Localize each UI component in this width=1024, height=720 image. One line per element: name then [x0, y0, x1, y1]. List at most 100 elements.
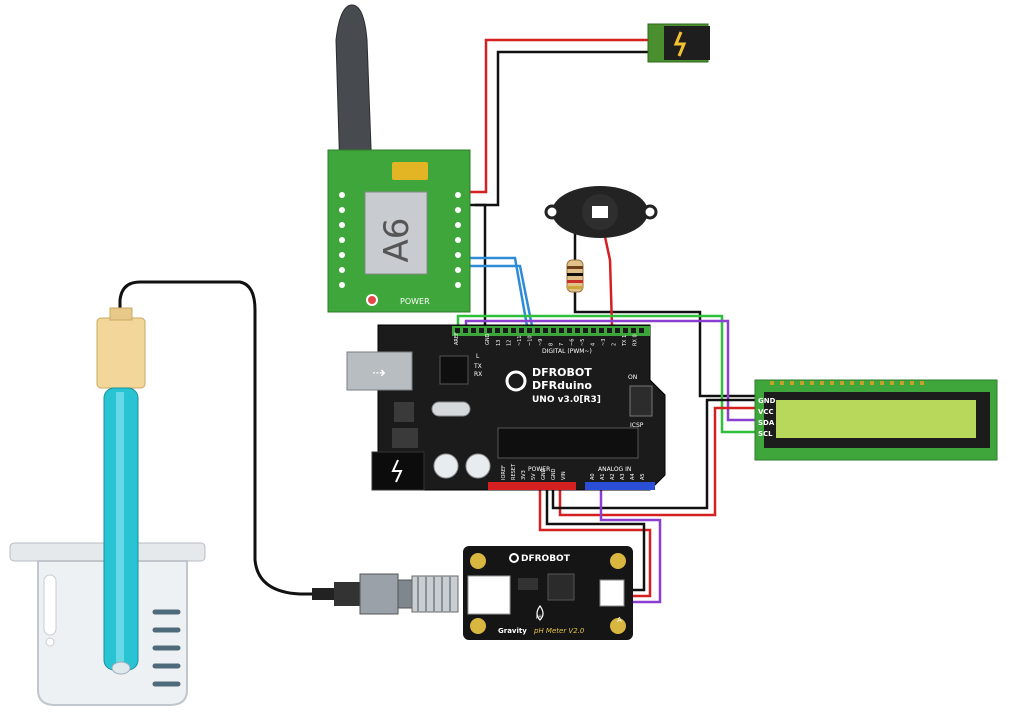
header-pin-hole — [471, 328, 476, 333]
wire-lcd-vcc — [558, 406, 755, 517]
ph-connector-label: A — [617, 616, 622, 624]
header-pin-hole — [463, 328, 468, 333]
ph-brand: DFROBOT — [521, 554, 571, 564]
water-drop-icon — [536, 604, 544, 621]
header-pin-hole — [455, 328, 460, 333]
power-header — [488, 482, 576, 490]
header-pin-hole — [591, 328, 596, 333]
ph-meter-board: DFROBOT A pH Gravity pH Meter V2.0 — [463, 546, 633, 640]
header-pin-hole — [495, 328, 500, 333]
header-pin-hole — [567, 328, 572, 333]
analog-pin-label: A5 — [640, 473, 646, 480]
wire-ph-signal — [599, 488, 662, 604]
header-pin-hole — [487, 328, 492, 333]
analog-pin-label: A4 — [630, 473, 636, 480]
analog-pin-label: A3 — [620, 473, 626, 480]
digital-pin-label: ~10 — [528, 335, 534, 346]
digital-pin-label: ~6 — [570, 339, 576, 346]
arduino-brand: DFROBOT — [532, 366, 592, 379]
wire-lcd-gnd — [551, 398, 755, 510]
probe-cap — [96, 317, 146, 389]
power-pin-label: 5V — [531, 473, 537, 480]
header-pin-hole — [551, 328, 556, 333]
lcd-screen — [776, 400, 976, 438]
header-pin-hole — [631, 328, 636, 333]
ph-icon-text: pH — [536, 614, 542, 619]
wire-ph-vcc — [538, 488, 652, 598]
ph-connector — [599, 579, 625, 607]
header-pin-hole — [479, 328, 484, 333]
digital-pin-label: ~11 — [517, 335, 523, 346]
beaker-graduations — [152, 609, 181, 687]
header-pin-hole — [607, 328, 612, 333]
probe-cable — [118, 280, 330, 596]
digital-pin-label: 12 — [507, 340, 513, 346]
mcu-chip — [497, 427, 639, 459]
wire-buzzer-gnd — [573, 292, 755, 398]
header-pin-hole — [559, 328, 564, 333]
digital-pin-label: 7 — [559, 343, 565, 346]
analog-header-label: ANALOG IN — [598, 466, 631, 473]
digital-header-label: DIGITAL (PWM~) — [542, 348, 592, 355]
arduino-model: DFRduino — [532, 379, 592, 392]
wire-buzzer-red — [602, 231, 614, 327]
analog-pin-label: A1 — [600, 473, 606, 480]
dc-jack — [647, 23, 710, 63]
power-pin-label: 3V3 — [521, 470, 527, 480]
ph-gravity: Gravity — [498, 627, 527, 635]
header-pin-hole — [583, 328, 588, 333]
digital-pin-label: 2 — [612, 343, 618, 346]
usb-icon: ⇢ — [372, 363, 385, 382]
header-pin-hole — [623, 328, 628, 333]
on-label: ON — [628, 374, 637, 381]
wire-gsm-gnd — [475, 203, 487, 326]
header-pin-hole — [511, 328, 516, 333]
digital-pin-label: 13 — [496, 340, 502, 346]
antenna — [335, 4, 373, 176]
header-pin-hole — [639, 328, 644, 333]
header-pin-hole — [527, 328, 532, 333]
digital-pin-label: ~9 — [538, 339, 544, 346]
wires — [452, 38, 755, 604]
header-pin-hole — [535, 328, 540, 333]
usb-port — [346, 351, 413, 391]
wire-lcd-scl — [456, 314, 755, 434]
digital-pin-label: TX 1 — [622, 335, 628, 347]
digital-pin-label: 8 — [549, 343, 555, 346]
analog-pin-label: A2 — [610, 473, 616, 480]
arduino-board: ⇢ ICSP ON DFROBOT DFRduino UNO v3.0[R3] … — [346, 324, 666, 491]
lcd-pin-scl: SCL — [758, 430, 773, 438]
dfrobot-logo-icon — [505, 370, 527, 392]
digital-pin-label: 4 — [591, 343, 597, 346]
led-label-tx: TX — [473, 363, 482, 370]
lcd-display: GND VCC SDA SCL — [754, 379, 998, 461]
digital-pin-label: RX 0 — [633, 334, 639, 346]
header-pin-hole — [615, 328, 620, 333]
resistor — [566, 259, 584, 293]
analog-pin-label: A0 — [590, 473, 596, 480]
icsp-label: ICSP — [630, 422, 644, 429]
header-pin-hole — [519, 328, 524, 333]
power-pin-label: IOREF — [501, 465, 507, 480]
arduino-version: UNO v3.0[R3] — [532, 395, 601, 405]
buzzer — [544, 186, 658, 238]
lcd-pin-gnd: GND — [758, 397, 776, 405]
lcd-pin-sda: SDA — [758, 419, 775, 427]
aref-label: AREF — [454, 332, 460, 345]
header-pin-hole — [575, 328, 580, 333]
power-pin-label: RESET — [511, 463, 517, 480]
wire-gsm-rx — [452, 264, 534, 327]
lightning-icon — [673, 31, 687, 57]
power-pin-label: VIN — [561, 471, 567, 480]
power-button-icon — [366, 294, 378, 306]
digital-pin-label: ~5 — [580, 339, 586, 346]
lcd-pin-vcc: VCC — [758, 408, 774, 416]
ph-probe — [96, 280, 330, 675]
wire-jack-red — [452, 38, 650, 194]
header-pin-hole — [503, 328, 508, 333]
power-header-label: POWER — [528, 466, 550, 473]
header-pin-hole — [599, 328, 604, 333]
led-label-l: L — [476, 353, 480, 360]
ph-dfrobot-logo-icon — [509, 553, 519, 563]
